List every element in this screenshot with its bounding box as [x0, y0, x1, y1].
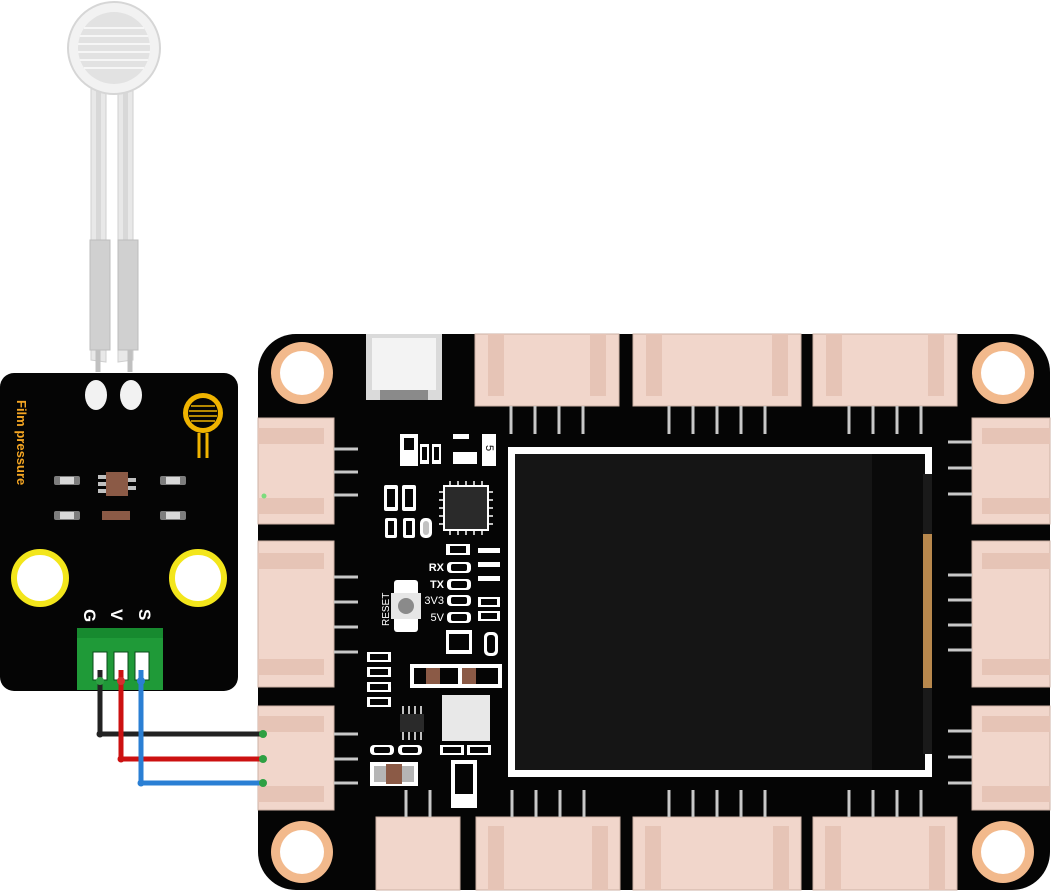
connector-top-1[interactable]	[474, 333, 620, 434]
controller-board: 5 RX	[257, 333, 1051, 891]
top-connectors	[474, 333, 958, 434]
corner-mount-holes	[271, 342, 1034, 883]
passive-components	[384, 485, 500, 656]
sensor-contact	[120, 380, 142, 410]
connector-bottom-1[interactable]	[375, 790, 461, 891]
connector-bottom-4[interactable]	[812, 790, 958, 891]
pin-label-s: S	[135, 609, 154, 620]
connector-left-2[interactable]	[257, 540, 358, 688]
mount-hole	[169, 549, 227, 607]
wires	[96, 670, 267, 787]
connector-right-3[interactable]	[948, 705, 1051, 811]
pin-label-g: G	[80, 609, 99, 622]
slide-switch[interactable]: 5	[400, 434, 496, 466]
connector-top-2[interactable]	[632, 333, 802, 434]
switch-marker: 5	[483, 445, 495, 451]
connector-right-2[interactable]	[948, 540, 1051, 688]
lcd-display	[508, 447, 932, 777]
module-label: Film pressure	[14, 400, 29, 485]
lower-components	[367, 652, 502, 808]
sensor-contact	[85, 380, 107, 410]
connector-top-3[interactable]	[812, 333, 958, 434]
led-label-3v3: 3V3	[424, 595, 444, 607]
right-connectors	[948, 417, 1051, 811]
microcontroller-chip	[439, 481, 493, 535]
sensor-module: Film pressure	[0, 373, 238, 691]
screw-terminal	[77, 628, 163, 690]
smd-components	[54, 472, 186, 520]
bottom-connectors	[375, 790, 958, 891]
pressure-sensor-icon	[183, 393, 223, 458]
reset-button[interactable]	[391, 580, 421, 632]
film-pressure-sensor	[67, 1, 161, 372]
connector-left-3[interactable]	[257, 705, 358, 811]
mount-hole	[11, 549, 69, 607]
status-leds: RX TX 3V3 5V	[424, 562, 471, 624]
connector-bottom-2[interactable]	[475, 790, 621, 891]
usb-c-port[interactable]	[366, 334, 442, 400]
left-connectors	[257, 417, 358, 811]
pin-label-v: V	[107, 609, 126, 621]
led-label-tx: TX	[430, 579, 445, 591]
connector-left-1[interactable]	[257, 417, 358, 525]
reset-label: RESET	[381, 593, 392, 626]
connector-bottom-3[interactable]	[632, 790, 802, 891]
led-label-rx: RX	[429, 562, 445, 574]
led-label-5v: 5V	[431, 612, 445, 624]
connector-right-1[interactable]	[948, 417, 1051, 525]
